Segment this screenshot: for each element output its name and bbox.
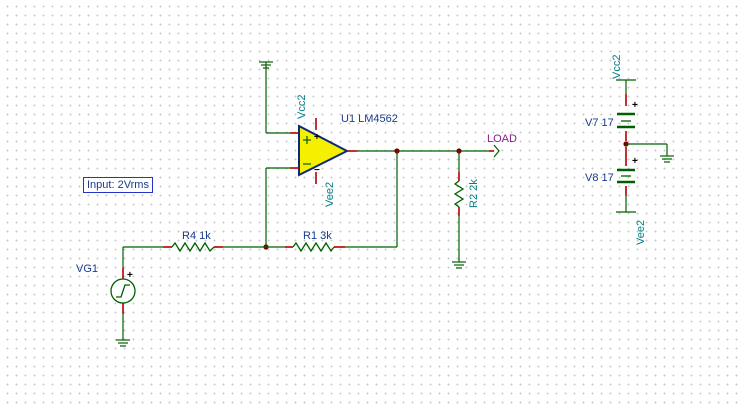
load-port-symbol[interactable] <box>493 144 500 158</box>
opamp-body[interactable] <box>298 124 350 177</box>
ground-symbol-supply <box>660 155 674 163</box>
vg1-label: VG1 <box>76 263 98 275</box>
opamp-vee-label: Vee2 <box>324 182 336 207</box>
ground-symbol-opamp-top <box>259 61 273 69</box>
input-annotation-box[interactable]: Input: 2Vrms <box>83 177 153 193</box>
opamp-plus-sign <box>303 136 311 144</box>
opamp-supply-plus-mark: + <box>314 132 320 143</box>
load-label: LOAD <box>487 133 517 145</box>
resistor-r2[interactable] <box>453 151 465 262</box>
r4-label: R4 1k <box>182 230 211 242</box>
opamp-ref-label: U1 LM4562 <box>341 113 398 125</box>
vg1-plus-mark: + <box>127 270 133 281</box>
battery-v8[interactable] <box>616 147 636 213</box>
opamp-vcc-label: Vcc2 <box>296 95 308 119</box>
v7-plus-mark: + <box>632 100 638 111</box>
r1-label: R1 3k <box>303 230 332 242</box>
resistor-r1[interactable] <box>266 241 345 253</box>
v8-label: V8 17 <box>585 172 614 184</box>
supply-vee-net-label: Vee2 <box>635 220 647 245</box>
opamp-supply-minus-mark: − <box>314 165 320 176</box>
v8-plus-mark: + <box>632 156 638 167</box>
voltage-source-vg1[interactable] <box>110 247 136 340</box>
supply-vcc-net-label: Vcc2 <box>611 55 623 79</box>
battery-v7[interactable] <box>616 79 636 141</box>
r2-label: R2 2k <box>468 179 480 208</box>
opamp-u1[interactable]: + − <box>259 61 357 247</box>
ground-symbol-vg1 <box>116 339 130 347</box>
ground-symbol-r2 <box>452 261 466 269</box>
v7-label: V7 17 <box>585 117 614 129</box>
resistor-r4[interactable] <box>123 241 266 253</box>
